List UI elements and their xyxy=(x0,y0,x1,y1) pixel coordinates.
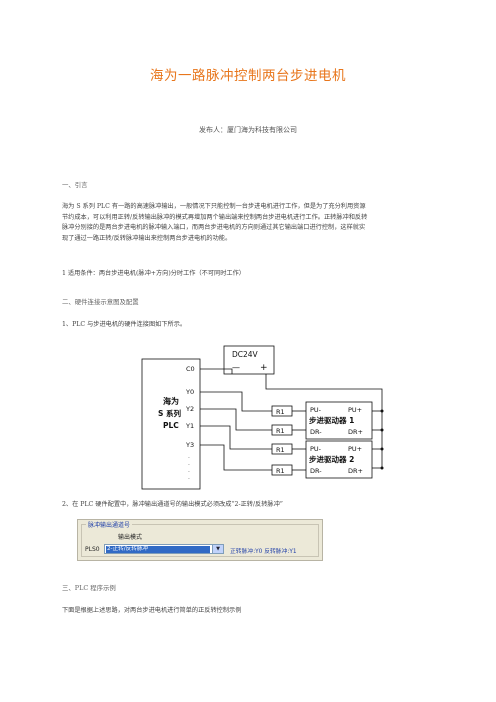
program-intro: 下面是根据上述思路，对两台步进电机进行简单的正反转控制示例 xyxy=(62,607,242,614)
channel-label: PLS0 xyxy=(85,546,100,553)
driver2-dr-plus: DR+ xyxy=(348,467,363,475)
section-program-heading: 三、PLC 程序示例 xyxy=(62,584,116,592)
terminal-dot: · xyxy=(188,455,190,462)
publisher-line: 发布人：厦门海为科技有限公司 xyxy=(199,126,297,134)
wire-c0 xyxy=(200,368,233,374)
wire-y2 xyxy=(200,408,272,431)
wire-y3 xyxy=(200,444,272,471)
terminal-y3: Y3 xyxy=(185,441,194,449)
driver2-pu-plus: PU+ xyxy=(348,445,362,453)
driver1-name: 步进驱动器 1 xyxy=(309,415,354,425)
chevron-down-icon[interactable]: ▼ xyxy=(212,545,223,553)
terminal-y1: Y1 xyxy=(185,422,194,430)
hardware-item-1: 1、PLC 与步进电机的硬件连接图如下所示。 xyxy=(62,321,187,328)
driver1-pu-minus: PU- xyxy=(310,406,322,414)
intro-line: 海为 S 系列 PLC 有一路的高速脉冲输出，一般情况下只能控制一台步进电机进行… xyxy=(62,203,366,210)
applicable-condition: 1 适用条件：两台步进电机(脉冲+方向)分时工作（不可同时工作） xyxy=(62,270,245,277)
group-legend: 脉冲输出通道号 xyxy=(86,520,133,529)
intro-line: 脉冲分别接的是两台步进电机的脉冲输入端口，而两台步进电机的方向则通过其它输出端口… xyxy=(62,224,366,231)
terminal-y2: Y2 xyxy=(185,405,194,413)
pulse-config-dialog: 脉冲输出通道号 输出模式 PLS0 2-正转/反转脉冲 ▼ 正转脉冲:Y0 反转… xyxy=(77,519,323,561)
driver1-box xyxy=(305,401,373,440)
output-mode-description: 正转脉冲:Y0 反转脉冲:Y1 xyxy=(230,549,297,555)
intro-paragraph: 海为 S 系列 PLC 有一路的高速脉冲输出，一般情况下只能控制一台步进电机进行… xyxy=(62,202,440,244)
plc-label-line: S 系列 xyxy=(158,408,182,418)
power-label: DC24V xyxy=(232,350,259,359)
power-minus: — xyxy=(232,363,240,372)
terminal-dot: · xyxy=(188,476,190,483)
resistor-label: R1 xyxy=(276,408,285,416)
driver2-dr-minus: DR- xyxy=(310,467,322,475)
driver1-dr-minus: DR- xyxy=(310,428,322,436)
output-mode-selected: 2-正转/反转脉冲 xyxy=(106,546,210,553)
document-title: 海为一路脉冲控制两台步进电机 xyxy=(150,68,346,84)
intro-line: 节约成本，可以利用正转/反转输出脉冲的模式再增加两个输出端来控制两台步进电机进行… xyxy=(62,213,368,221)
terminal-c0: C0 xyxy=(186,365,195,373)
plc-box xyxy=(141,358,201,490)
driver2-box xyxy=(305,440,373,479)
resistor-label: R1 xyxy=(276,446,285,454)
section-hardware-heading: 二、硬件连接示意图及配置 xyxy=(62,298,139,306)
output-mode-header: 输出模式 xyxy=(118,534,143,541)
plc-label-line: 海为 xyxy=(163,396,179,406)
section-intro-heading: 一、引言 xyxy=(62,181,88,189)
output-mode-select[interactable]: 2-正转/反转脉冲 ▼ xyxy=(104,544,224,554)
power-supply-box xyxy=(223,345,275,375)
resistor-label: R1 xyxy=(276,467,285,475)
driver1-pu-plus: PU+ xyxy=(348,406,362,414)
driver2-name: 步进驱动器 2 xyxy=(309,454,354,464)
wire-y1 xyxy=(200,425,272,450)
terminal-dot: · xyxy=(188,462,190,469)
power-plus: + xyxy=(260,363,268,373)
intro-line: 现了通过一路正转/反转脉冲输出来控制两台步进电机的功能。 xyxy=(62,234,232,242)
driver2-pu-minus: PU- xyxy=(310,445,322,453)
hardware-item-2: 2、在 PLC 硬件配置中，脉冲输出通道号的输出模式必须改成“2-正转/反转脉冲… xyxy=(62,501,283,508)
driver1-dr-plus: DR+ xyxy=(348,428,363,436)
pulse-channel-group: 脉冲输出通道号 输出模式 PLS0 2-正转/反转脉冲 ▼ 正转脉冲:Y0 反转… xyxy=(81,520,319,557)
resistor-label: R1 xyxy=(276,427,285,435)
wire-y0 xyxy=(200,391,272,412)
terminal-y0: Y0 xyxy=(185,388,194,396)
plc-label-line: PLC xyxy=(163,421,179,430)
terminal-dot: · xyxy=(188,469,190,476)
